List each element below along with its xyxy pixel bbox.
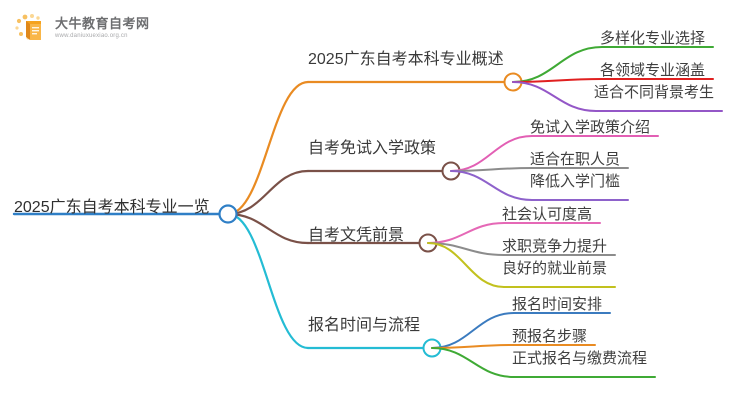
branch-connector-2 [226, 212, 310, 245]
branch-label-0[interactable]: 2025广东自考本科专业概述 [308, 51, 504, 68]
leaf-connector-3-1 [431, 344, 515, 349]
leaf-connector-2-1 [427, 242, 505, 256]
leaf-connector-1-0 [450, 135, 533, 172]
root-node [218, 204, 238, 224]
branch-connector-1 [226, 169, 310, 216]
branch-connector-3 [226, 212, 310, 350]
logo-text: 大牛教育自考网 www.daniuxuexiao.org.cn [55, 17, 150, 39]
leaf-connector-0-0 [512, 46, 603, 83]
leaf-label-0-1[interactable]: 各领域专业涵盖 [600, 62, 706, 79]
root-label[interactable]: 2025广东自考本科专业一览 [14, 199, 210, 216]
logo-url: www.daniuxuexiao.org.cn [55, 33, 128, 39]
leaf-connector-0-2 [512, 81, 597, 112]
logo-title: 大牛教育自考网 [55, 16, 150, 31]
leaf-label-1-1[interactable]: 适合在职人员 [530, 151, 621, 168]
branch-node-0 [503, 72, 523, 92]
leaf-label-3-0[interactable]: 报名时间安排 [512, 296, 603, 313]
leaf-label-1-0[interactable]: 免试入学政策介绍 [530, 119, 651, 136]
leaf-label-0-0[interactable]: 多样化专业选择 [600, 30, 706, 47]
branch-label-1[interactable]: 自考免试入学政策 [308, 140, 437, 157]
leaf-label-2-2[interactable]: 良好的就业前景 [502, 260, 608, 277]
leaf-label-3-1[interactable]: 预报名步骤 [512, 328, 588, 345]
leaf-label-1-2[interactable]: 降低入学门槛 [530, 173, 621, 190]
leaf-label-0-2[interactable]: 适合不同背景考生 [594, 84, 715, 101]
branch-node-3 [422, 338, 442, 358]
leaf-connector-0-1 [512, 78, 603, 83]
branch-label-2[interactable]: 自考文凭前景 [308, 227, 405, 244]
leaf-label-3-2[interactable]: 正式报名与缴费流程 [512, 350, 648, 367]
leaf-label-2-1[interactable]: 求职竞争力提升 [502, 238, 608, 255]
branch-node-2 [418, 233, 438, 253]
site-logo: 大牛教育自考网 www.daniuxuexiao.org.cn [14, 10, 164, 46]
branch-connector-0 [226, 80, 310, 216]
leaf-connector-1-2 [450, 170, 533, 201]
leaf-connector-2-0 [427, 222, 505, 244]
book-icon [14, 12, 48, 44]
leaf-connector-1-1 [450, 167, 533, 172]
branch-node-1 [441, 161, 461, 181]
leaf-connector-3-2 [431, 347, 515, 378]
branch-label-3[interactable]: 报名时间与流程 [308, 317, 421, 334]
leaf-label-2-0[interactable]: 社会认可度高 [502, 206, 593, 223]
leaf-connector-3-0 [431, 312, 515, 349]
leaf-connector-2-2 [427, 242, 505, 288]
